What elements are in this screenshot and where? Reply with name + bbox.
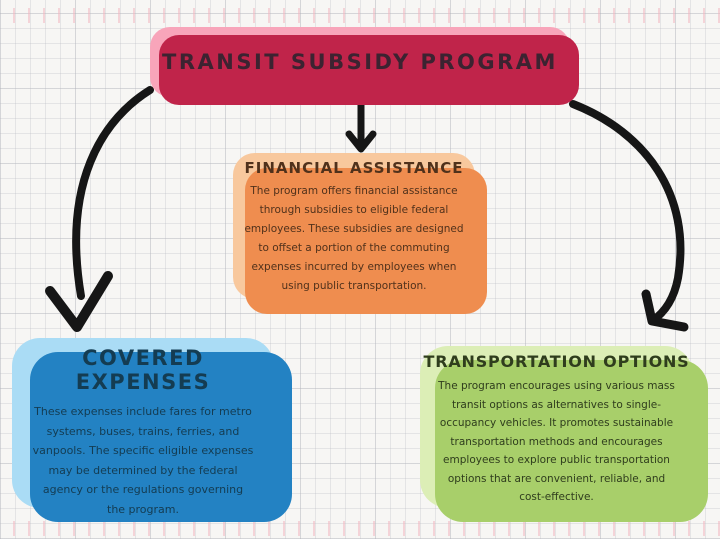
node-title: TRANSPORTATION OPTIONS: [423, 352, 690, 371]
node-body-text: The program encourages using various mas…: [438, 380, 675, 504]
diagram-title: TRANSIT SUBSIDY PROGRAM: [162, 49, 558, 74]
node-covered-expenses: COVERED EXPENSES These expenses include …: [12, 338, 274, 516]
node-transit-subsidy-program: TRANSIT SUBSIDY PROGRAM: [150, 27, 570, 97]
node-title: COVERED EXPENSES: [75, 346, 211, 395]
node-transportation-options: TRANSPORTATION OPTIONS The program encou…: [420, 346, 693, 508]
accent-tick-row-top: [0, 8, 720, 23]
node-body-text: These expenses include fares for metro s…: [32, 405, 254, 516]
node-title: FINANCIAL ASSISTANCE: [244, 159, 464, 177]
accent-tick-row-bottom: [0, 521, 720, 536]
node-financial-assistance: FINANCIAL ASSISTANCE The program offers …: [233, 153, 475, 299]
node-body-text: The program offers financial assistance …: [244, 185, 464, 293]
